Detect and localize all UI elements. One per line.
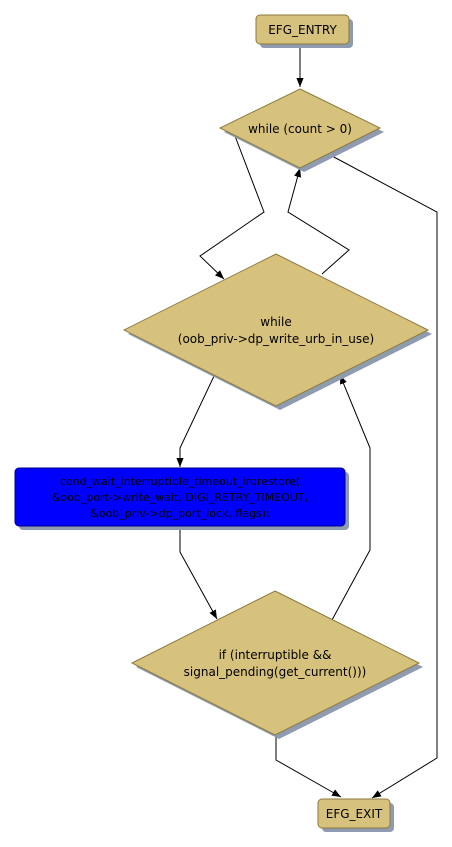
exit-node-box: [317, 798, 391, 829]
edge-loop-urb-to-wait-call: [176, 373, 216, 467]
exit-node-label: EFG_EXIT: [326, 807, 383, 821]
edge-loop-urb-to-loop-count: [287, 167, 350, 275]
loop-urb-diamond: [122, 253, 430, 407]
wait-call-label-line-1: cond_wait_interruptible_timeout_irqresto…: [60, 475, 300, 488]
check-signal-label-line-1: if (interruptible &&: [219, 648, 332, 662]
loop-urb-label-line-1: while: [260, 315, 291, 329]
entry-node-label: EFG_ENTRY: [268, 23, 337, 37]
edge-check-signal-to-loop-urb: [331, 374, 371, 621]
loop-urb-node: while (oob_priv->dp_write_urb_in_use): [122, 253, 432, 410]
wait-call-label-line-2: &oob_port->write_wait, DIGI_RETRY_TIMEOU…: [52, 491, 308, 504]
entry-node: EFG_ENTRY: [255, 14, 353, 48]
wait-call-label-line-3: &oob_priv->dp_port_lock, flags);: [90, 507, 270, 520]
edge-loop-count-to-exit: [331, 155, 438, 799]
exit-node: EFG_EXIT: [317, 798, 394, 832]
edges: [176, 45, 438, 799]
loop-urb-label-line-2: (oob_priv->dp_write_urb_in_use): [178, 332, 374, 346]
loop-count-node: while (count > 0): [218, 88, 384, 172]
check-signal-diamond: [130, 590, 421, 736]
edge-check-signal-to-exit: [275, 735, 342, 798]
edge-loop-count-to-loop-urb: [199, 135, 265, 280]
wait-call-box: [14, 467, 346, 527]
loop-count-diamond: [218, 88, 382, 169]
edge-wait-call-to-check-signal: [179, 527, 218, 620]
check-signal-label-line-2: signal_pending(get_current())): [184, 665, 367, 679]
loop-count-label: while (count > 0): [248, 122, 352, 136]
check-signal-node: if (interruptible && signal_pending(get_…: [130, 590, 423, 739]
entry-node-box: [255, 14, 350, 45]
wait-call-node: cond_wait_interruptible_timeout_irqresto…: [14, 467, 349, 530]
